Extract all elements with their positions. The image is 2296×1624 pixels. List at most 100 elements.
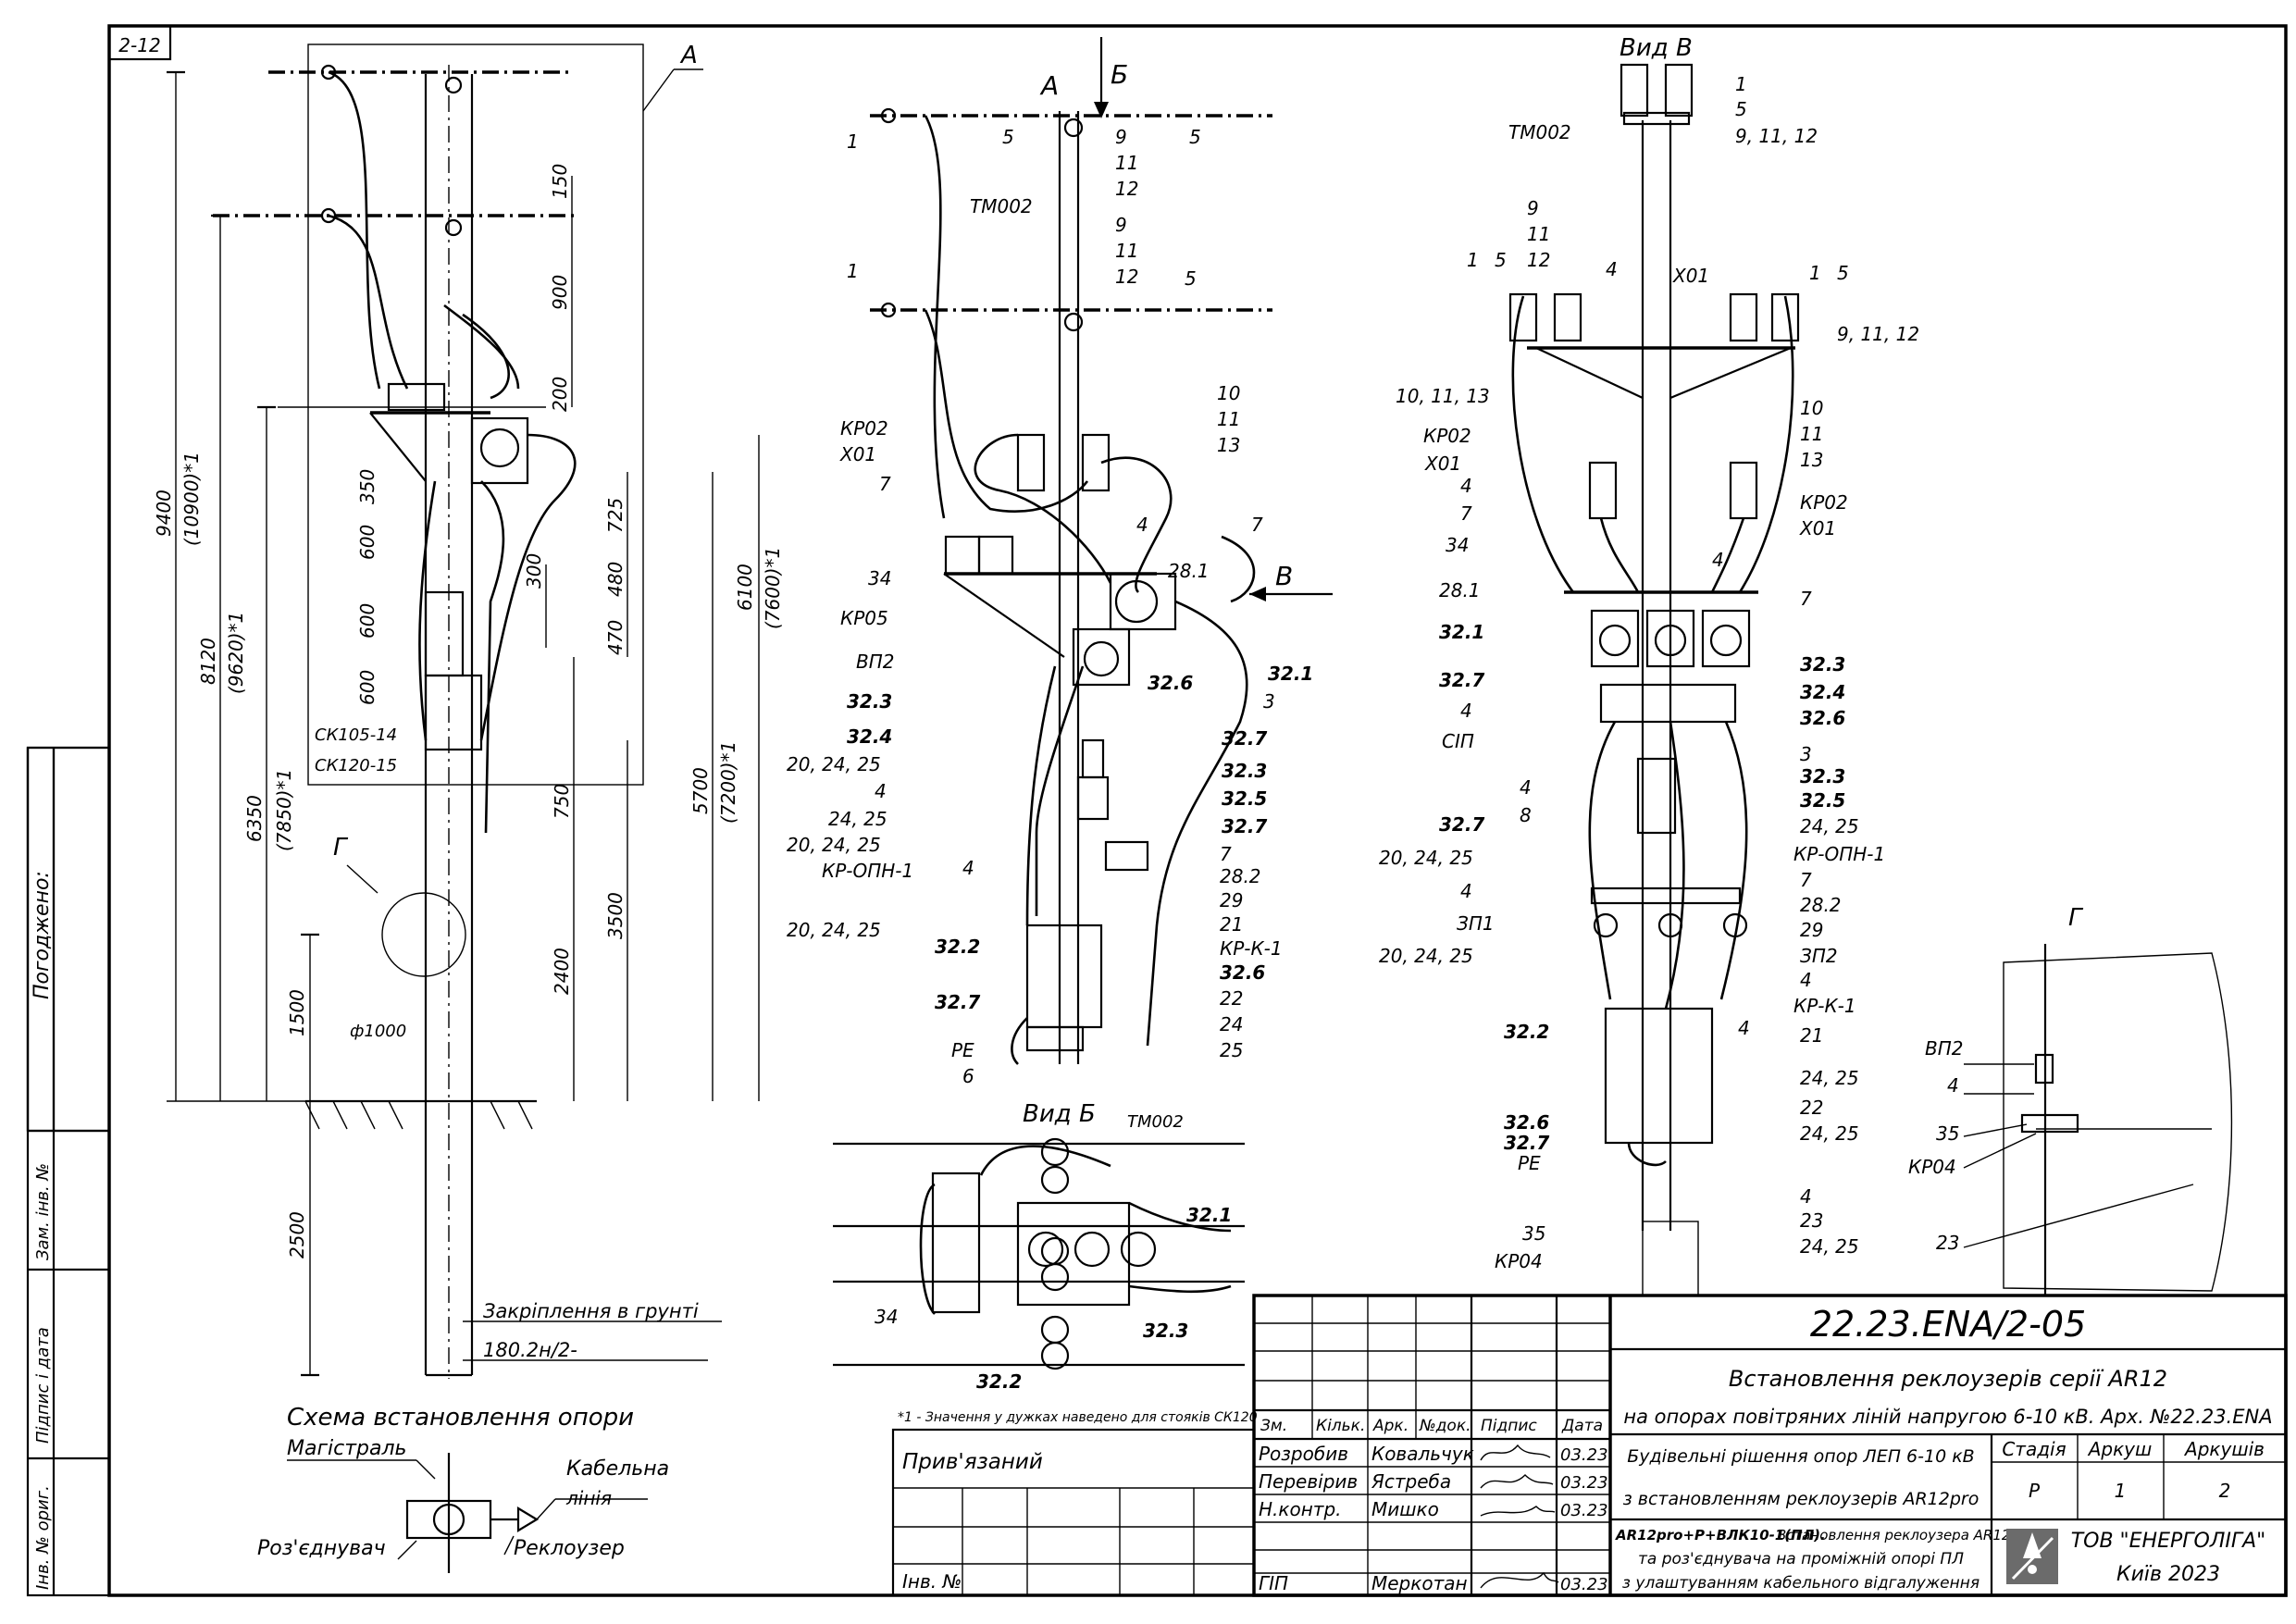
center-tag-v: В	[1275, 561, 1293, 591]
cl-32-3: 32.3	[847, 690, 892, 713]
tb-sheet: 1	[2115, 1480, 2127, 1502]
rl-4d: 4	[1520, 776, 1532, 799]
right-pole-view	[1508, 63, 1800, 1296]
tb-desc-bold: AR12pro+P+ВЛК10-1(ПЛ).	[1615, 1527, 1826, 1543]
scheme-disconnector: Роз'єднувач	[257, 1537, 386, 1560]
rr-32-3b: 32.3	[1800, 765, 1845, 787]
tb-hdr-ark: Арк.	[1372, 1417, 1409, 1435]
rr-7b: 7	[1800, 869, 1812, 891]
dim-480: 480	[604, 562, 627, 597]
dg-vp2: ВП2	[1925, 1037, 1963, 1060]
rr-1: 1	[1735, 73, 1747, 95]
cr-12b: 12	[1115, 266, 1138, 288]
dim-350: 350	[356, 469, 379, 504]
scheme-main: Магістраль	[287, 1437, 407, 1460]
cr-7a: 7	[1251, 514, 1263, 536]
cr-22: 22	[1220, 987, 1243, 1010]
dg-kp04: КР04	[1908, 1156, 1956, 1178]
cl-32-4: 32.4	[847, 725, 892, 748]
dim-725: 725	[604, 498, 627, 533]
cr-32-7b: 32.7	[1222, 815, 1267, 837]
scheme-title: Схема встановлення опори	[287, 1404, 634, 1432]
rr-23: 23	[1800, 1209, 1823, 1232]
dim-7600: (7600)*1	[762, 547, 784, 629]
tb-date-2: 03.23	[1560, 1501, 1608, 1520]
cr-5c: 5	[1185, 267, 1197, 290]
rl-kp02: КР02	[1423, 425, 1471, 447]
rr-24-25: 24, 25	[1800, 815, 1859, 837]
cr-32-7a: 32.7	[1222, 727, 1267, 750]
dim-600-a: 600	[356, 525, 379, 560]
tb-role-0: Розробив	[1259, 1443, 1348, 1465]
rl-34: 34	[1446, 534, 1469, 556]
cl-20-24-25-c: 20, 24, 25	[787, 919, 881, 941]
cl-32-7: 32.7	[935, 991, 980, 1013]
right-labels-right: 1 5 9, 11, 12 Х01 1 5 9, 11, 12 10 11 13…	[1672, 73, 1919, 1258]
rr-32-5: 32.5	[1800, 789, 1845, 812]
dim-1500: 1500	[286, 989, 308, 1036]
rr-5: 5	[1735, 98, 1747, 120]
cr-12a: 12	[1115, 178, 1138, 200]
tb-hdr-ndok: №док.	[1419, 1417, 1471, 1435]
label-sk105: СК105-14	[315, 725, 397, 745]
dim-7850: (7850)*1	[273, 769, 295, 851]
rr-24-25b: 24, 25	[1800, 1067, 1859, 1089]
tb-stage: Р	[2029, 1480, 2041, 1502]
rl-4e: 4	[1460, 880, 1472, 902]
tb-inv-label: Інв. №	[902, 1570, 962, 1593]
rr-4d: 4	[1800, 1185, 1812, 1208]
installation-scheme	[287, 1453, 648, 1573]
cr-25: 25	[1220, 1039, 1243, 1061]
footnote: *1 - Значення у дужках наведено для стоя…	[898, 1410, 1258, 1425]
ground-note-2: 180.2н/2-	[483, 1339, 577, 1361]
left-tag-a: А	[679, 42, 698, 69]
cl-32-2: 32.2	[935, 936, 980, 958]
tb-attached: Прив'язаний	[902, 1450, 1043, 1474]
ground-note-1: Закріплення в грунті	[483, 1300, 699, 1322]
rl-10-11-13: 10, 11, 13	[1396, 385, 1490, 407]
cr-29: 29	[1220, 889, 1243, 911]
dim-2400: 2400	[551, 948, 573, 995]
stamp-inv-no: Інв. № ориг.	[33, 1485, 53, 1590]
vb-tm002: ТМ002	[1127, 1112, 1184, 1132]
rr-10: 10	[1800, 397, 1823, 419]
cl-34: 34	[868, 567, 891, 589]
cr-28-2: 28.2	[1220, 865, 1261, 887]
scheme-cable: Кабельна	[566, 1457, 669, 1481]
rl-7: 7	[1460, 502, 1472, 525]
cl-vp2: ВП2	[856, 651, 894, 673]
label-diam: ф1000	[350, 1022, 406, 1041]
rr-28-2: 28.2	[1800, 894, 1842, 916]
rl-9: 9	[1527, 197, 1539, 219]
rl-4: 4	[1606, 258, 1618, 280]
tb-date-0: 03.23	[1560, 1445, 1608, 1465]
rr-x01b: Х01	[1799, 517, 1836, 539]
rr-22: 22	[1800, 1097, 1823, 1119]
dg-35: 35	[1936, 1122, 1959, 1145]
rl-28-1: 28.1	[1439, 579, 1481, 601]
center-labels-right: 5 9 11 12 5 ТМ002 9 11 12 5 10 11 13 4 7…	[970, 126, 1313, 1061]
rl-32-7b: 32.7	[1439, 813, 1484, 836]
tb-name-1: Ястреба	[1371, 1470, 1451, 1493]
dim-2500: 2500	[286, 1211, 308, 1258]
rr-24-25d: 24, 25	[1800, 1235, 1859, 1258]
tb-hdr-pidpys: Підпис	[1481, 1417, 1537, 1435]
cr-32-1: 32.1	[1268, 663, 1313, 685]
rl-4b: 4	[1460, 475, 1472, 497]
rr-7: 7	[1800, 588, 1812, 610]
dim-750: 750	[551, 784, 573, 819]
cr-32-5: 32.5	[1222, 787, 1267, 810]
left-tag-g: Г	[333, 834, 349, 862]
cl-24-25: 24, 25	[828, 808, 887, 830]
dim-150: 150	[549, 164, 571, 199]
tb-sub-line2: з встановленням реклоузерів AR12pro	[1623, 1489, 1980, 1509]
tb-desc-line3: з улаштуванням кабельного відгалуження	[1622, 1574, 1980, 1593]
cr-5a: 5	[1002, 126, 1014, 148]
cr-9b: 9	[1115, 214, 1127, 236]
dim-6350: 6350	[243, 795, 266, 842]
tb-name-3: Меркотан	[1371, 1572, 1468, 1594]
center-labels-left: 1 1 КР02 Х01 7 34 КР05 ВП2 32.3 32.4 20,…	[787, 130, 980, 1087]
cl-20-24-25-b: 20, 24, 25	[787, 834, 881, 856]
rl-12: 12	[1527, 249, 1550, 271]
rr-x01: Х01	[1672, 265, 1709, 287]
